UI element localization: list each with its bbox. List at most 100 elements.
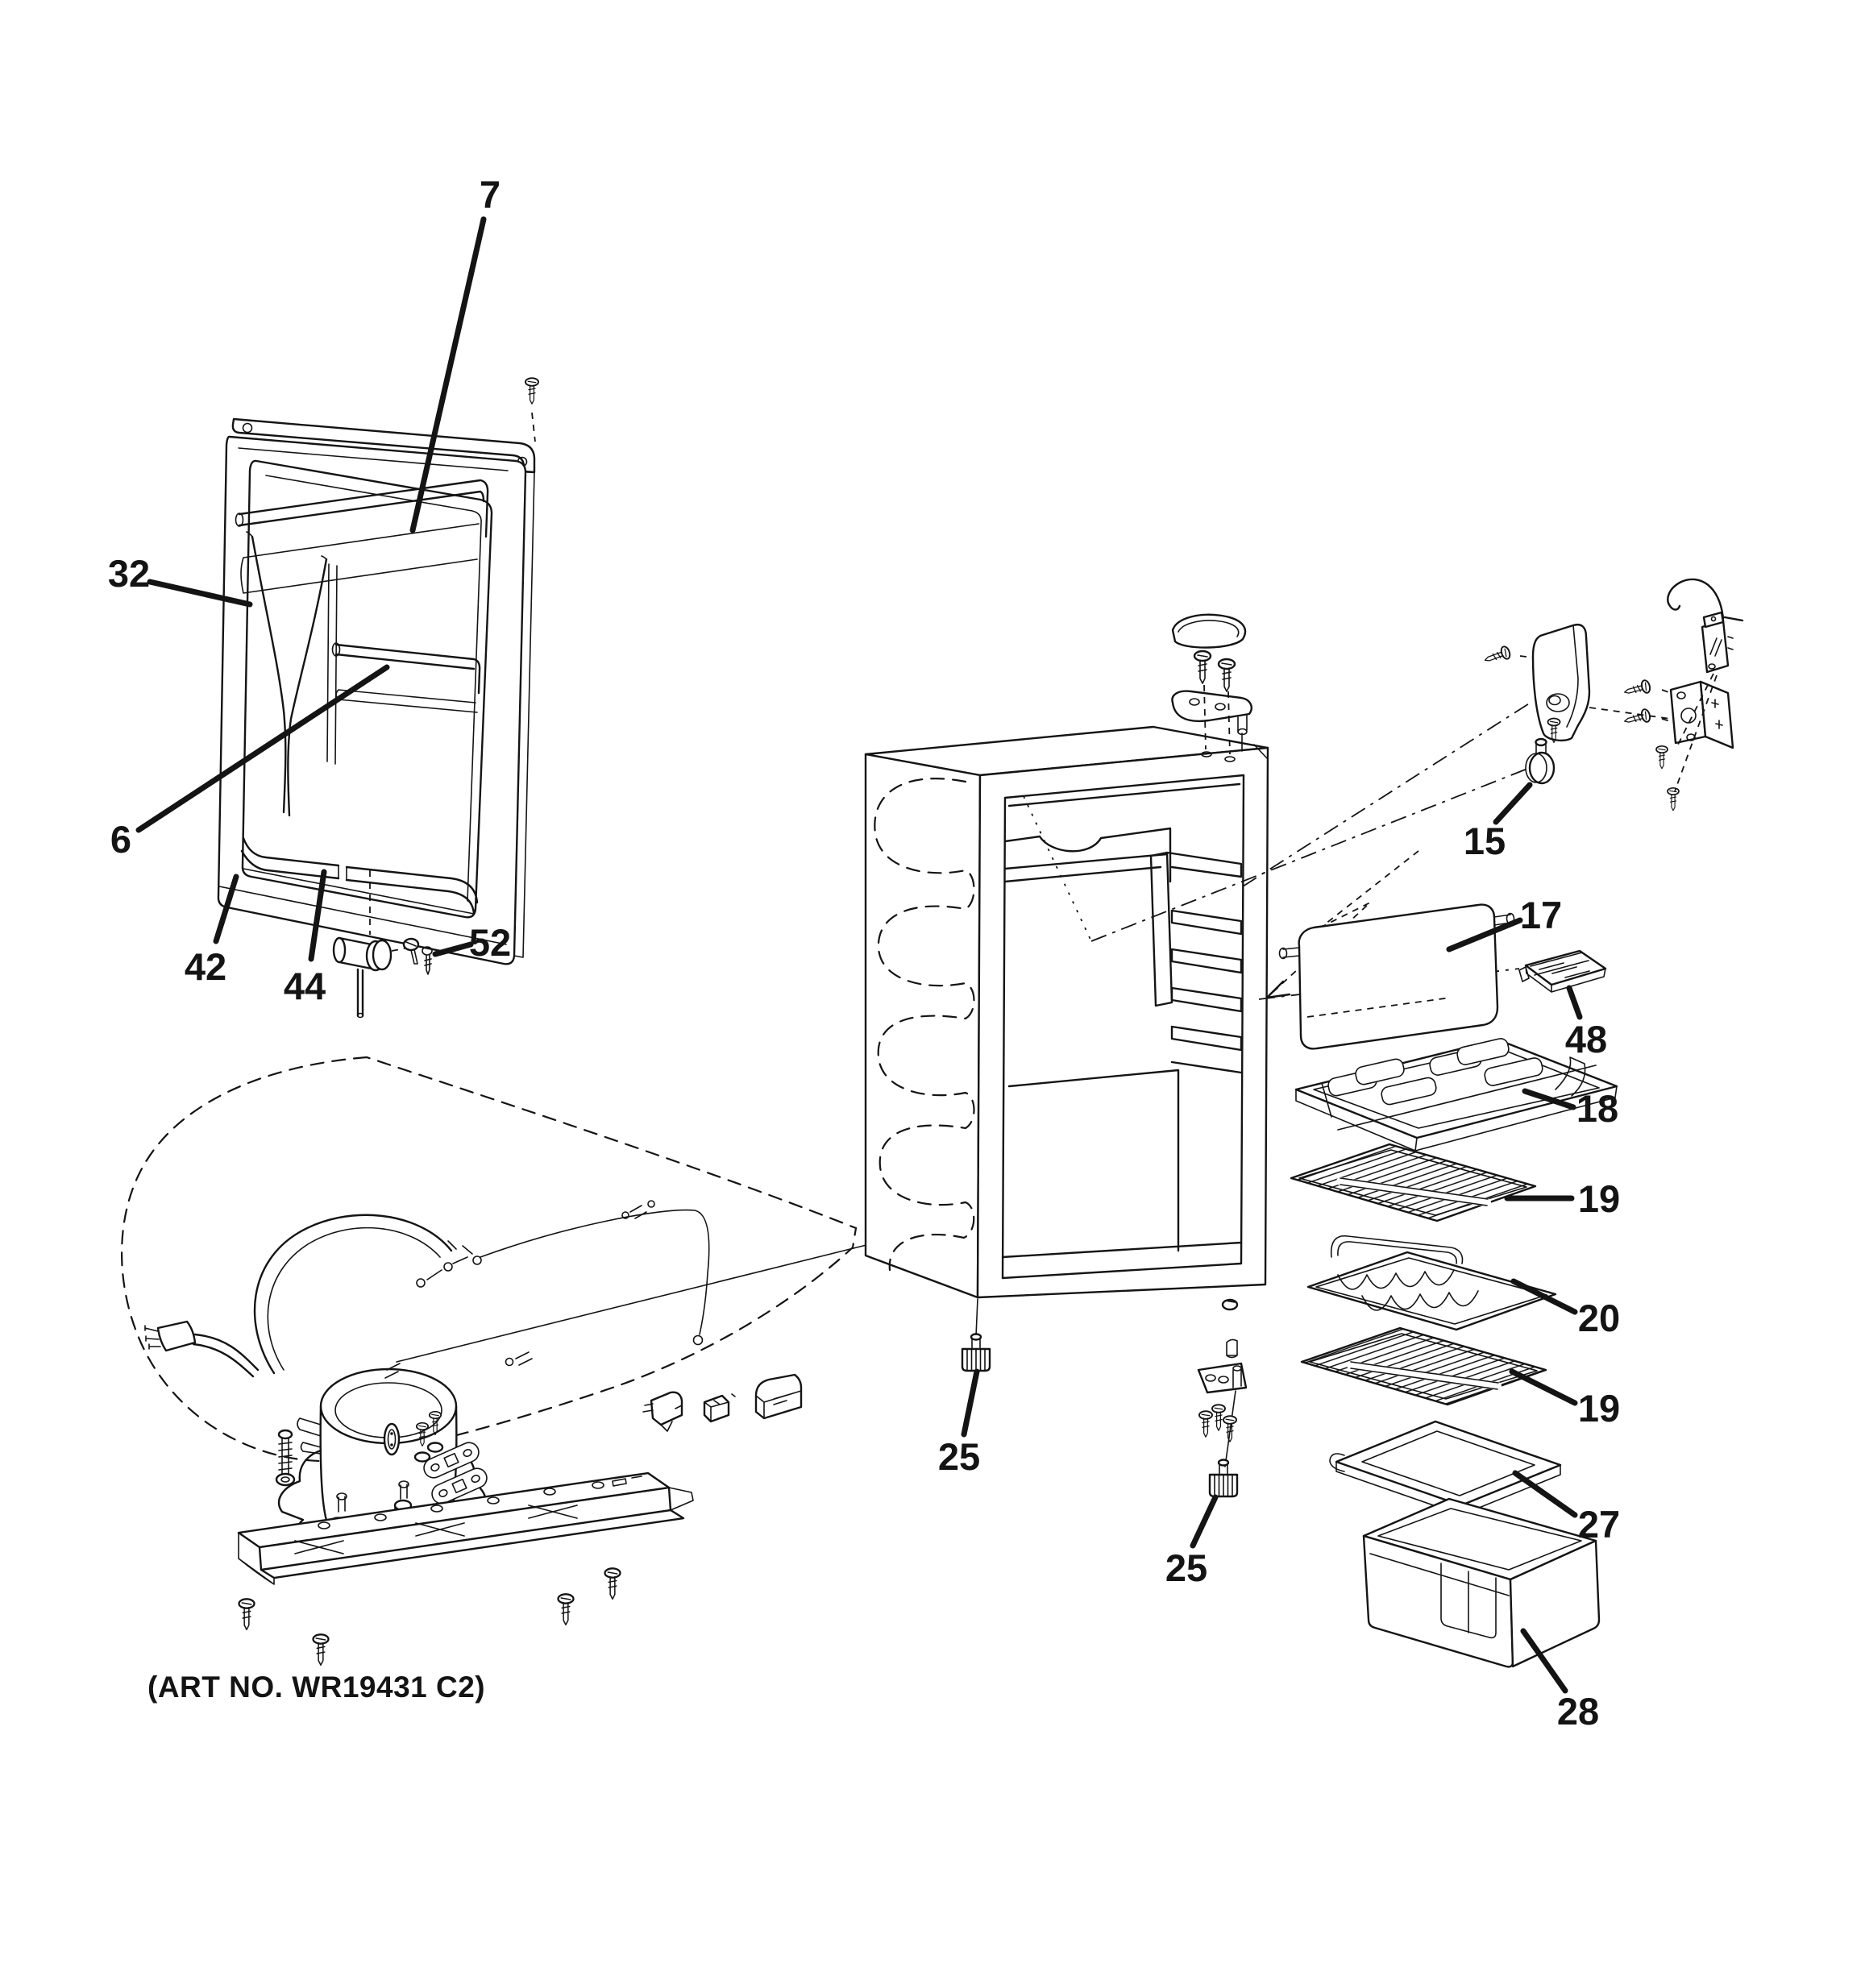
refrigerant-line <box>396 1244 867 1363</box>
vegetable-drawer <box>1362 1497 1601 1668</box>
bottom-hinge-bracket <box>1197 1362 1248 1467</box>
spacer-sleeve <box>1226 1338 1238 1359</box>
bracket-screw-dashes <box>1589 689 1674 723</box>
thermostat-knob <box>1525 737 1556 785</box>
bottom-hinge-screw-1 <box>1198 1410 1213 1438</box>
door-screw <box>525 377 539 405</box>
top-hinge-plate <box>1171 690 1252 752</box>
hinge-screw-2 <box>1217 658 1236 693</box>
thermostat-locator-line-1 <box>1090 766 1532 942</box>
leader-48 <box>1566 985 1583 1020</box>
washer-1 <box>413 1451 431 1463</box>
callout-label-42: 42 <box>185 945 226 988</box>
door-bins <box>240 836 479 915</box>
housing-screw-left <box>1481 644 1513 667</box>
door-hinge-pin <box>332 870 393 1019</box>
callout-label-25f: 25 <box>938 1435 980 1478</box>
door-panel <box>217 435 535 965</box>
power-cord <box>144 1320 260 1378</box>
leveling-foot-front <box>961 1333 991 1372</box>
door-liner <box>241 459 493 919</box>
evaporator-back-panel <box>1278 903 1515 1050</box>
callout-label-18: 18 <box>1576 1087 1618 1130</box>
leader-25f <box>961 1368 980 1438</box>
interior-air-duct <box>1149 851 1243 1007</box>
shelf-support-ribs <box>1170 909 1243 1074</box>
foot-guide-line-left <box>975 1298 978 1337</box>
cabinet-front-face <box>976 746 1269 1299</box>
callout-label-19l: 19 <box>1578 1387 1620 1430</box>
door-hinge-bearing <box>391 937 433 975</box>
condenser-coil-dashed <box>874 778 975 1272</box>
callout-label-27: 27 <box>1578 1503 1620 1546</box>
leader-15 <box>1493 782 1533 825</box>
callout-label-25r: 25 <box>1165 1546 1207 1589</box>
door-assembly <box>217 377 539 1019</box>
hinge-screw-1 <box>1193 650 1212 685</box>
thermostat-locator-line-2 <box>1242 700 1534 887</box>
leader-27 <box>1512 1470 1578 1518</box>
wire-harness <box>253 1200 710 1375</box>
leader-18 <box>1522 1088 1576 1110</box>
callout-label-6: 6 <box>110 818 131 861</box>
leader-7 <box>409 216 487 533</box>
mounting-clamps <box>423 1442 488 1504</box>
leader-32 <box>147 579 253 608</box>
interior-lower-back-wall <box>1001 1069 1243 1259</box>
chiller-tray <box>1294 1038 1618 1152</box>
overload-protector <box>703 1393 736 1423</box>
callout-label-7: 7 <box>480 173 501 216</box>
cap-nut-detail <box>1224 1300 1236 1303</box>
bracket-screw-3 <box>1655 745 1668 770</box>
top-hinge-cover <box>1171 613 1247 649</box>
capillary-tube <box>1667 578 1744 622</box>
wire-shelf-upper <box>1290 1143 1537 1222</box>
callout-label-48: 48 <box>1565 1018 1607 1060</box>
door-liner-retainer-wires <box>246 531 328 817</box>
leader-25r <box>1190 1494 1219 1549</box>
callout-label-52: 52 <box>469 921 511 964</box>
leader-42 <box>213 874 239 944</box>
bracket-screw-1 <box>1622 679 1652 699</box>
callout-label-32: 32 <box>108 552 150 595</box>
top-face-hole-2 <box>1224 756 1236 762</box>
top-face-hole-1 <box>1201 751 1212 757</box>
callout-label-44: 44 <box>284 965 326 1007</box>
callout-label-28: 28 <box>1557 1690 1599 1733</box>
cabinet-opening-frame <box>1001 774 1245 1280</box>
bottom-hinge-screw-2 <box>1211 1404 1226 1432</box>
bracket-screw-4 <box>1667 786 1680 811</box>
washer-2 <box>426 1442 444 1453</box>
thermostat-bracket <box>1669 680 1734 749</box>
leader-44 <box>308 869 327 962</box>
art-number: (ART NO. WR19431 C2) <box>147 1671 485 1704</box>
leader-19l <box>1509 1368 1578 1406</box>
relay-cover <box>754 1373 803 1420</box>
leader-28 <box>1520 1628 1568 1694</box>
thermostat-guide-dashes <box>1674 673 1718 792</box>
callout-label-15: 15 <box>1464 820 1506 862</box>
hinge-screw-guide-dashes <box>1203 684 1231 755</box>
thermostat-control <box>1701 611 1734 674</box>
cabinet-top-corner-chamfer <box>1253 744 1269 760</box>
leveling-foot-rear <box>1208 1459 1239 1498</box>
thermostat-assembly <box>1481 578 1744 811</box>
callout-label-19u: 19 <box>1578 1177 1620 1220</box>
ice-cube-tray <box>1518 949 1607 993</box>
leader-6 <box>135 664 390 833</box>
bracket-screw-2 <box>1622 708 1652 728</box>
rail-screw-1 <box>238 1598 255 1631</box>
cabinet-left-face <box>864 753 982 1299</box>
cabinet-wrapper-dashed-outline <box>120 1056 858 1463</box>
leader-20 <box>1510 1278 1578 1315</box>
tray-ribs <box>1321 1038 1597 1131</box>
relay <box>642 1391 683 1432</box>
rail-screw-2 <box>312 1633 330 1666</box>
rail-screw-4 <box>604 1567 621 1600</box>
mounting-rail <box>237 1471 694 1585</box>
leader-lines <box>135 216 1583 1694</box>
housing-screw-dash <box>1519 655 1534 658</box>
door-shelf-rail-top <box>235 479 489 594</box>
